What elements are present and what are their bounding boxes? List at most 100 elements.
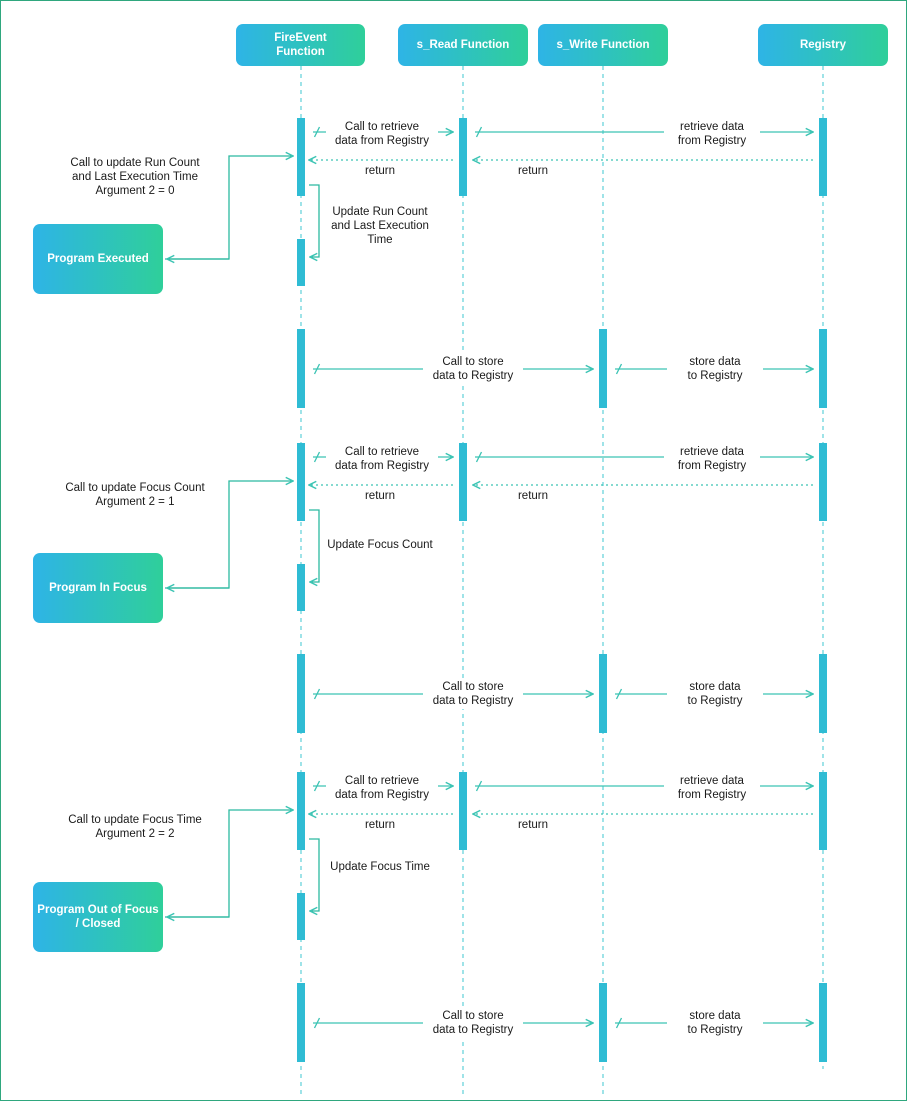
event-box-2 — [33, 553, 163, 623]
event-box-3-label-1: Program Out of Focus — [37, 904, 158, 916]
self-update-label-3: Update Focus Time — [330, 861, 430, 873]
call-store-arrow-1-tick — [313, 363, 321, 375]
event-note-3-line-1: Call to update Focus Time — [68, 814, 202, 826]
call-store-label-1-line-2: data to Registry — [433, 370, 514, 382]
retrieve-label-2-bg — [664, 444, 760, 474]
store-label-1-bg — [667, 354, 763, 384]
call-retrieve-label-3-line-2: data from Registry — [335, 789, 429, 801]
call-retrieve-label-1: Call to retrieve data from Registry — [326, 119, 438, 149]
call-store-arrow-2-tick — [313, 688, 321, 700]
call-store-label-3-line-2: data to Registry — [433, 1024, 514, 1036]
return-registry-label-2: return — [518, 490, 548, 502]
fireevent-header-label-1: FireEvent — [274, 32, 327, 44]
call-store-label-2-bg — [423, 679, 523, 709]
retrieve-label-3-bg — [664, 773, 760, 803]
event-note-1-line-3: Argument 2 = 0 — [96, 185, 175, 197]
call-retrieve-arrow-3-tick — [313, 780, 321, 792]
call-retrieve-label-2-line-2: data from Registry — [335, 460, 429, 472]
fireevent-update-activation-3 — [297, 893, 305, 940]
retrieve-label-3-line-1: retrieve data — [680, 775, 745, 787]
fireevent-header-label-2: Function — [276, 46, 325, 58]
retrieve-arrow-3-tick — [475, 780, 483, 792]
call-retrieve-label-1-line-1: Call to retrieve — [345, 121, 419, 133]
retrieve-arrow-2-tick — [475, 451, 483, 463]
call-store-label-3: Call to store data to Registry — [423, 1008, 523, 1038]
retrieve-label-1-line-2: from Registry — [678, 135, 747, 147]
call-retrieve-label-2: Call to retrieve data from Registry — [326, 444, 438, 474]
note-arrow-3 — [165, 810, 293, 918]
event-note-2-line-2: Argument 2 = 1 — [96, 496, 175, 508]
activation-bars-layer — [297, 118, 827, 1062]
registry-header-label-1: Registry — [800, 39, 847, 51]
arrows-layer — [165, 126, 813, 1029]
write-activation-3 — [599, 983, 607, 1062]
store-label-2-line-2: to Registry — [688, 695, 743, 707]
return-read-label-3-line-1: return — [365, 819, 395, 831]
event-note-1-line-1: Call to update Run Count — [70, 157, 200, 169]
fireevent-store-activation-1 — [297, 329, 305, 408]
return-registry-label-3-line-1: return — [518, 819, 548, 831]
retrieve-arrow-1-tick — [475, 126, 483, 138]
retrieve-label-1-line-1: retrieve data — [680, 121, 745, 133]
read-header — [398, 24, 528, 66]
fireevent-header — [236, 24, 365, 66]
event-box-2-label-1: Program In Focus — [49, 582, 147, 594]
call-store-label-1-line-1: Call to store — [442, 356, 503, 368]
return-registry-label-1-line-1: return — [518, 165, 548, 177]
event-box-3 — [33, 882, 163, 952]
read-header-label-1: s_Read Function — [417, 39, 510, 51]
event-note-3-line-2: Argument 2 = 2 — [96, 828, 175, 840]
store-label-2-line-1: store data — [689, 681, 741, 693]
store-label-3-line-1: store data — [689, 1010, 741, 1022]
call-retrieve-label-1-bg — [326, 119, 438, 149]
call-store-label-3-bg — [423, 1008, 523, 1038]
event-box-3-label-2: / Closed — [76, 918, 121, 930]
write-header-label-1: s_Write Function — [556, 39, 649, 51]
write-activation-2 — [599, 654, 607, 733]
return-registry-label-3: return — [518, 819, 548, 831]
self-update-label-3-line-1: Update Focus Time — [330, 861, 430, 873]
registry-read-activation-1 — [819, 118, 827, 196]
self-update-arrow-2 — [309, 509, 320, 582]
retrieve-label-1: retrieve data from Registry — [664, 119, 760, 149]
call-store-label-3-line-1: Call to store — [442, 1010, 503, 1022]
call-retrieve-label-2-line-1: Call to retrieve — [345, 446, 419, 458]
read-activation-2 — [459, 443, 467, 521]
fireevent-update-activation-1 — [297, 239, 305, 286]
registry-header — [758, 24, 888, 66]
event-note-1: Call to update Run Count and Last Executi… — [70, 157, 200, 197]
store-arrow-1-tick — [615, 363, 623, 375]
event-note-1-line-2: and Last Execution Time — [72, 171, 198, 183]
call-retrieve-label-3-bg — [326, 773, 438, 803]
fireevent-update-activation-2 — [297, 564, 305, 611]
return-read-label-1: return — [365, 165, 395, 177]
store-label-1-line-1: store data — [689, 356, 741, 368]
self-update-label-1-line-1: Update Run Count — [332, 206, 428, 218]
self-update-label-1-line-2: and Last Execution — [331, 220, 429, 232]
store-arrow-3-tick — [615, 1017, 623, 1029]
return-registry-label-1: return — [518, 165, 548, 177]
self-update-label-1-line-3: Time — [367, 234, 392, 246]
self-update-arrow-1 — [309, 184, 320, 257]
registry-store-activation-3 — [819, 983, 827, 1062]
return-read-label-2: return — [365, 490, 395, 502]
fireevent-read-activation-1 — [297, 118, 305, 196]
read-activation-1 — [459, 118, 467, 196]
store-label-3-bg — [667, 1008, 763, 1038]
self-update-label-2: Update Focus Count — [327, 539, 433, 551]
retrieve-label-2-line-1: retrieve data — [680, 446, 745, 458]
event-box-1-label-1: Program Executed — [47, 253, 149, 265]
call-retrieve-arrow-2-tick — [313, 451, 321, 463]
call-retrieve-label-1-line-2: data from Registry — [335, 135, 429, 147]
call-store-label-1-bg — [423, 354, 523, 384]
fireevent-store-activation-3 — [297, 983, 305, 1062]
